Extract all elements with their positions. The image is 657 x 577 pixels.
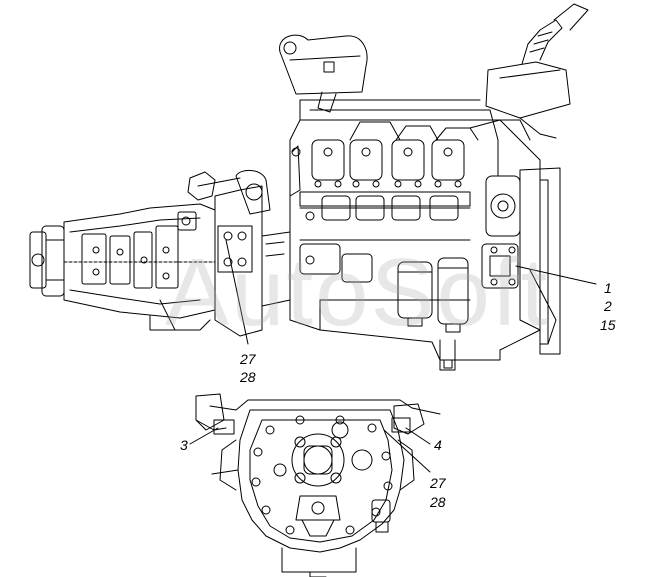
- cylinder-heads: [311, 139, 465, 188]
- leader-lines: [225, 239, 597, 345]
- bell-housing-outline: [237, 409, 405, 553]
- rear-view: [189, 393, 441, 577]
- oil-filters: [397, 257, 469, 333]
- callout-3: 3: [180, 437, 188, 453]
- clutch-housing: [214, 170, 291, 337]
- callout-27-rear: 27: [430, 475, 446, 491]
- expansion-tank: [279, 34, 368, 113]
- callout-1: 1: [604, 280, 612, 296]
- callout-4: 4: [434, 437, 442, 453]
- callout-2: 2: [604, 298, 612, 314]
- callout-15: 15: [600, 317, 616, 333]
- callout-27-side: 27: [240, 351, 256, 367]
- callout-28-side: 28: [240, 369, 256, 385]
- callout-28-rear: 28: [430, 494, 446, 510]
- bolt-ring: [251, 415, 393, 535]
- output-flange: [29, 225, 65, 297]
- gear-shift-lever: [485, 3, 589, 139]
- side-view: [29, 3, 597, 371]
- center-flange: [291, 433, 345, 487]
- engine-block: [289, 119, 541, 371]
- transmission-housing: [63, 171, 241, 331]
- front-cover: [481, 167, 561, 355]
- pipes: [289, 99, 531, 197]
